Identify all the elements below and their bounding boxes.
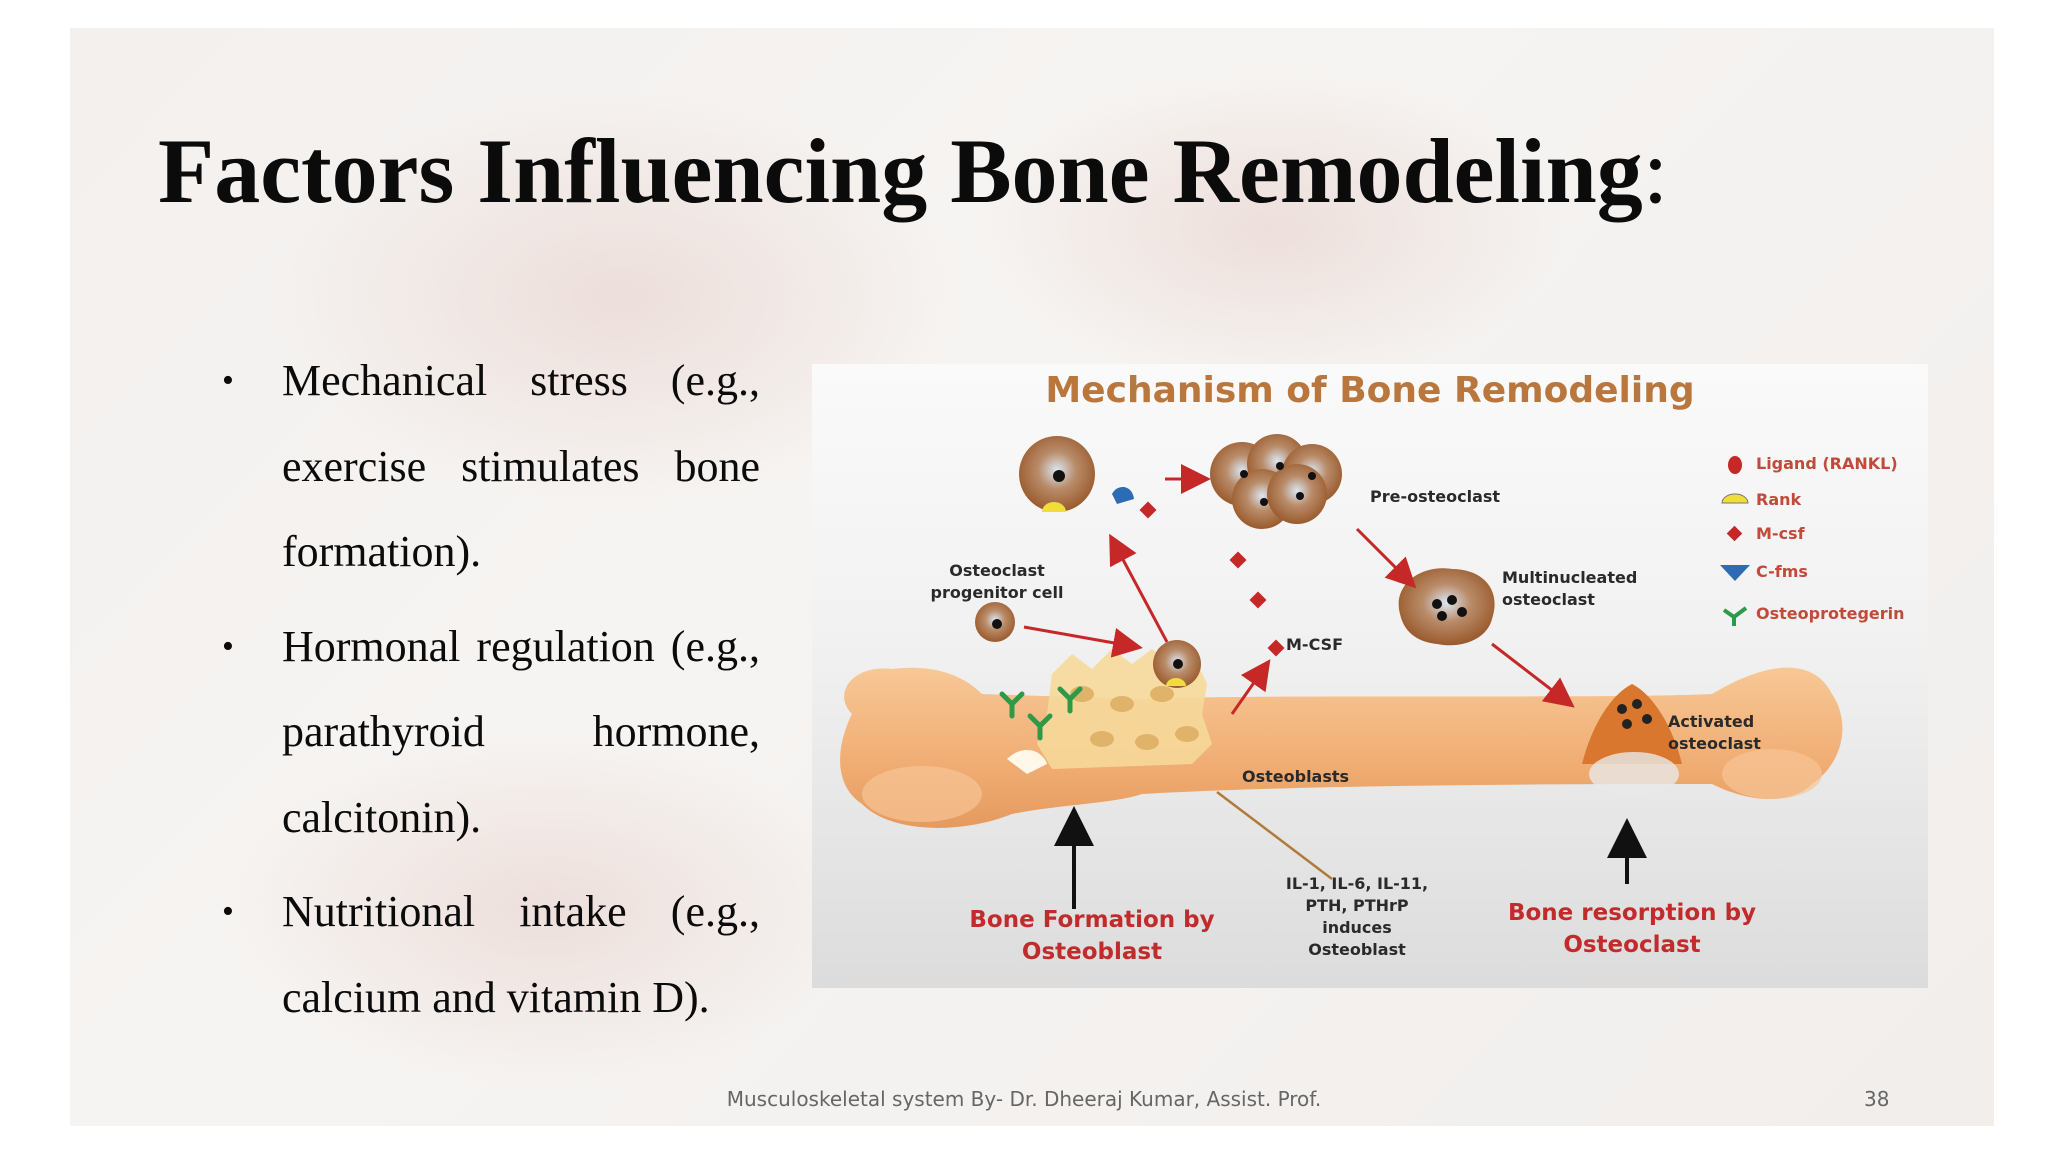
bone-resorption-caption: Bone resorption by Osteoclast (1482, 897, 1782, 961)
precursor-cell (1019, 436, 1134, 512)
progenitor-label: Osteoclast progenitor cell (912, 560, 1082, 604)
bone-resorption-caption-line2: Osteoclast (1563, 932, 1701, 958)
progenitor-label-line1: Osteoclast (949, 561, 1045, 580)
osteoblasts-label: Osteoblasts (1242, 767, 1350, 786)
osteoprotegerin-icon (1722, 606, 1748, 626)
bone-resorption-caption-line1: Bone resorption by (1507, 900, 1757, 926)
multinucleated-osteoclast-cell (1398, 568, 1495, 646)
page-number: 38 (1864, 1087, 1890, 1111)
multinucleated-label-line1: Multinucleated (1502, 568, 1638, 587)
legend-rank: Rank (1756, 490, 1802, 509)
cfms-icon (1720, 565, 1750, 581)
activated-label-line1: Activated (1668, 712, 1755, 731)
legend-osteoprotegerin: Osteoprotegerin (1756, 604, 1905, 623)
rank-bearing-cell (1153, 640, 1201, 688)
mcsf-molecules (1139, 501, 1285, 657)
bullet-item: • Hormonal regulation (e.g., parathyroid… (216, 604, 760, 861)
bullet-icon: • (222, 362, 234, 399)
ligand-icon (1728, 456, 1742, 474)
bullet-list: • Mechanical stress (e.g., exercise stim… (216, 338, 760, 1049)
bone-formation-caption: Bone Formation by Osteoblast (942, 904, 1242, 968)
mcsf-label: M-CSF (1286, 635, 1344, 654)
pre-osteoclast-label: Pre-osteoclast (1370, 487, 1501, 506)
bullet-text: Nutritional intake (e.g., calcium and vi… (282, 887, 760, 1022)
pathway-arrows (1023, 464, 1575, 715)
mcsf-icon (1726, 525, 1743, 542)
diagram-title: Mechanism of Bone Remodeling (1045, 370, 1695, 411)
multinucleated-label-line2: osteoclast (1502, 590, 1595, 609)
legend-ligand: Ligand (RANKL) (1756, 454, 1898, 473)
rank-icon (1721, 493, 1749, 504)
background-decoration (220, 728, 870, 1088)
slide-footer: Musculoskeletal system By- Dr. Dheeraj K… (726, 1087, 1322, 1111)
bullet-item: • Nutritional intake (e.g., calcium and … (216, 869, 760, 1040)
slide-title-text: Factors Influencing Bone Remodeling (158, 120, 1643, 222)
legend-icons (1720, 456, 1750, 626)
activated-osteoclast-cell (1582, 684, 1682, 796)
progenitor-cell (975, 602, 1015, 642)
cytokines-label: IL-1, IL-6, IL-11, PTH, PTHrP induces Os… (1252, 873, 1462, 961)
cytokines-label-line2: PTH, PTHrP (1305, 896, 1409, 915)
osteoprotegerin-molecules (999, 686, 1083, 741)
bullet-text: Mechanical stress (e.g., exercise stimul… (282, 356, 760, 576)
bullet-icon: • (222, 627, 234, 665)
pre-osteoclast-cluster (1210, 434, 1342, 529)
bone-remodeling-diagram: Mechanism of Bone Remodeling Pre-osteocl… (812, 364, 1928, 988)
progenitor-label-line2: progenitor cell (930, 583, 1064, 602)
cytokines-label-line3: induces (1322, 918, 1392, 937)
slide-title: Factors Influencing Bone Remodeling: (158, 118, 1668, 224)
cytokines-label-line1: IL-1, IL-6, IL-11, (1285, 874, 1429, 893)
legend-cfms: C-fms (1756, 562, 1808, 581)
activated-label-line2: osteoclast (1668, 734, 1761, 753)
diagram-artwork (840, 434, 1843, 909)
multinucleated-label: Multinucleated osteoclast (1502, 567, 1637, 611)
legend-mcsf: M-csf (1756, 524, 1805, 543)
bullet-item: • Mechanical stress (e.g., exercise stim… (216, 338, 760, 595)
bone-formation-caption-line2: Osteoblast (1021, 939, 1163, 965)
cytokine-pointer (1216, 791, 1333, 880)
slide-title-colon: : (1642, 120, 1669, 222)
bullet-icon: • (222, 893, 234, 930)
cytokines-label-line4: Osteoblast (1308, 940, 1406, 959)
indicator-arrows (1054, 806, 1647, 909)
bone-formation-caption-line1: Bone Formation by (969, 907, 1215, 933)
bullet-text: Hormonal regulation (e.g., parathyroid h… (282, 621, 760, 842)
activated-label: Activated osteoclast (1668, 711, 1761, 755)
background-decoration (970, 68, 1570, 388)
